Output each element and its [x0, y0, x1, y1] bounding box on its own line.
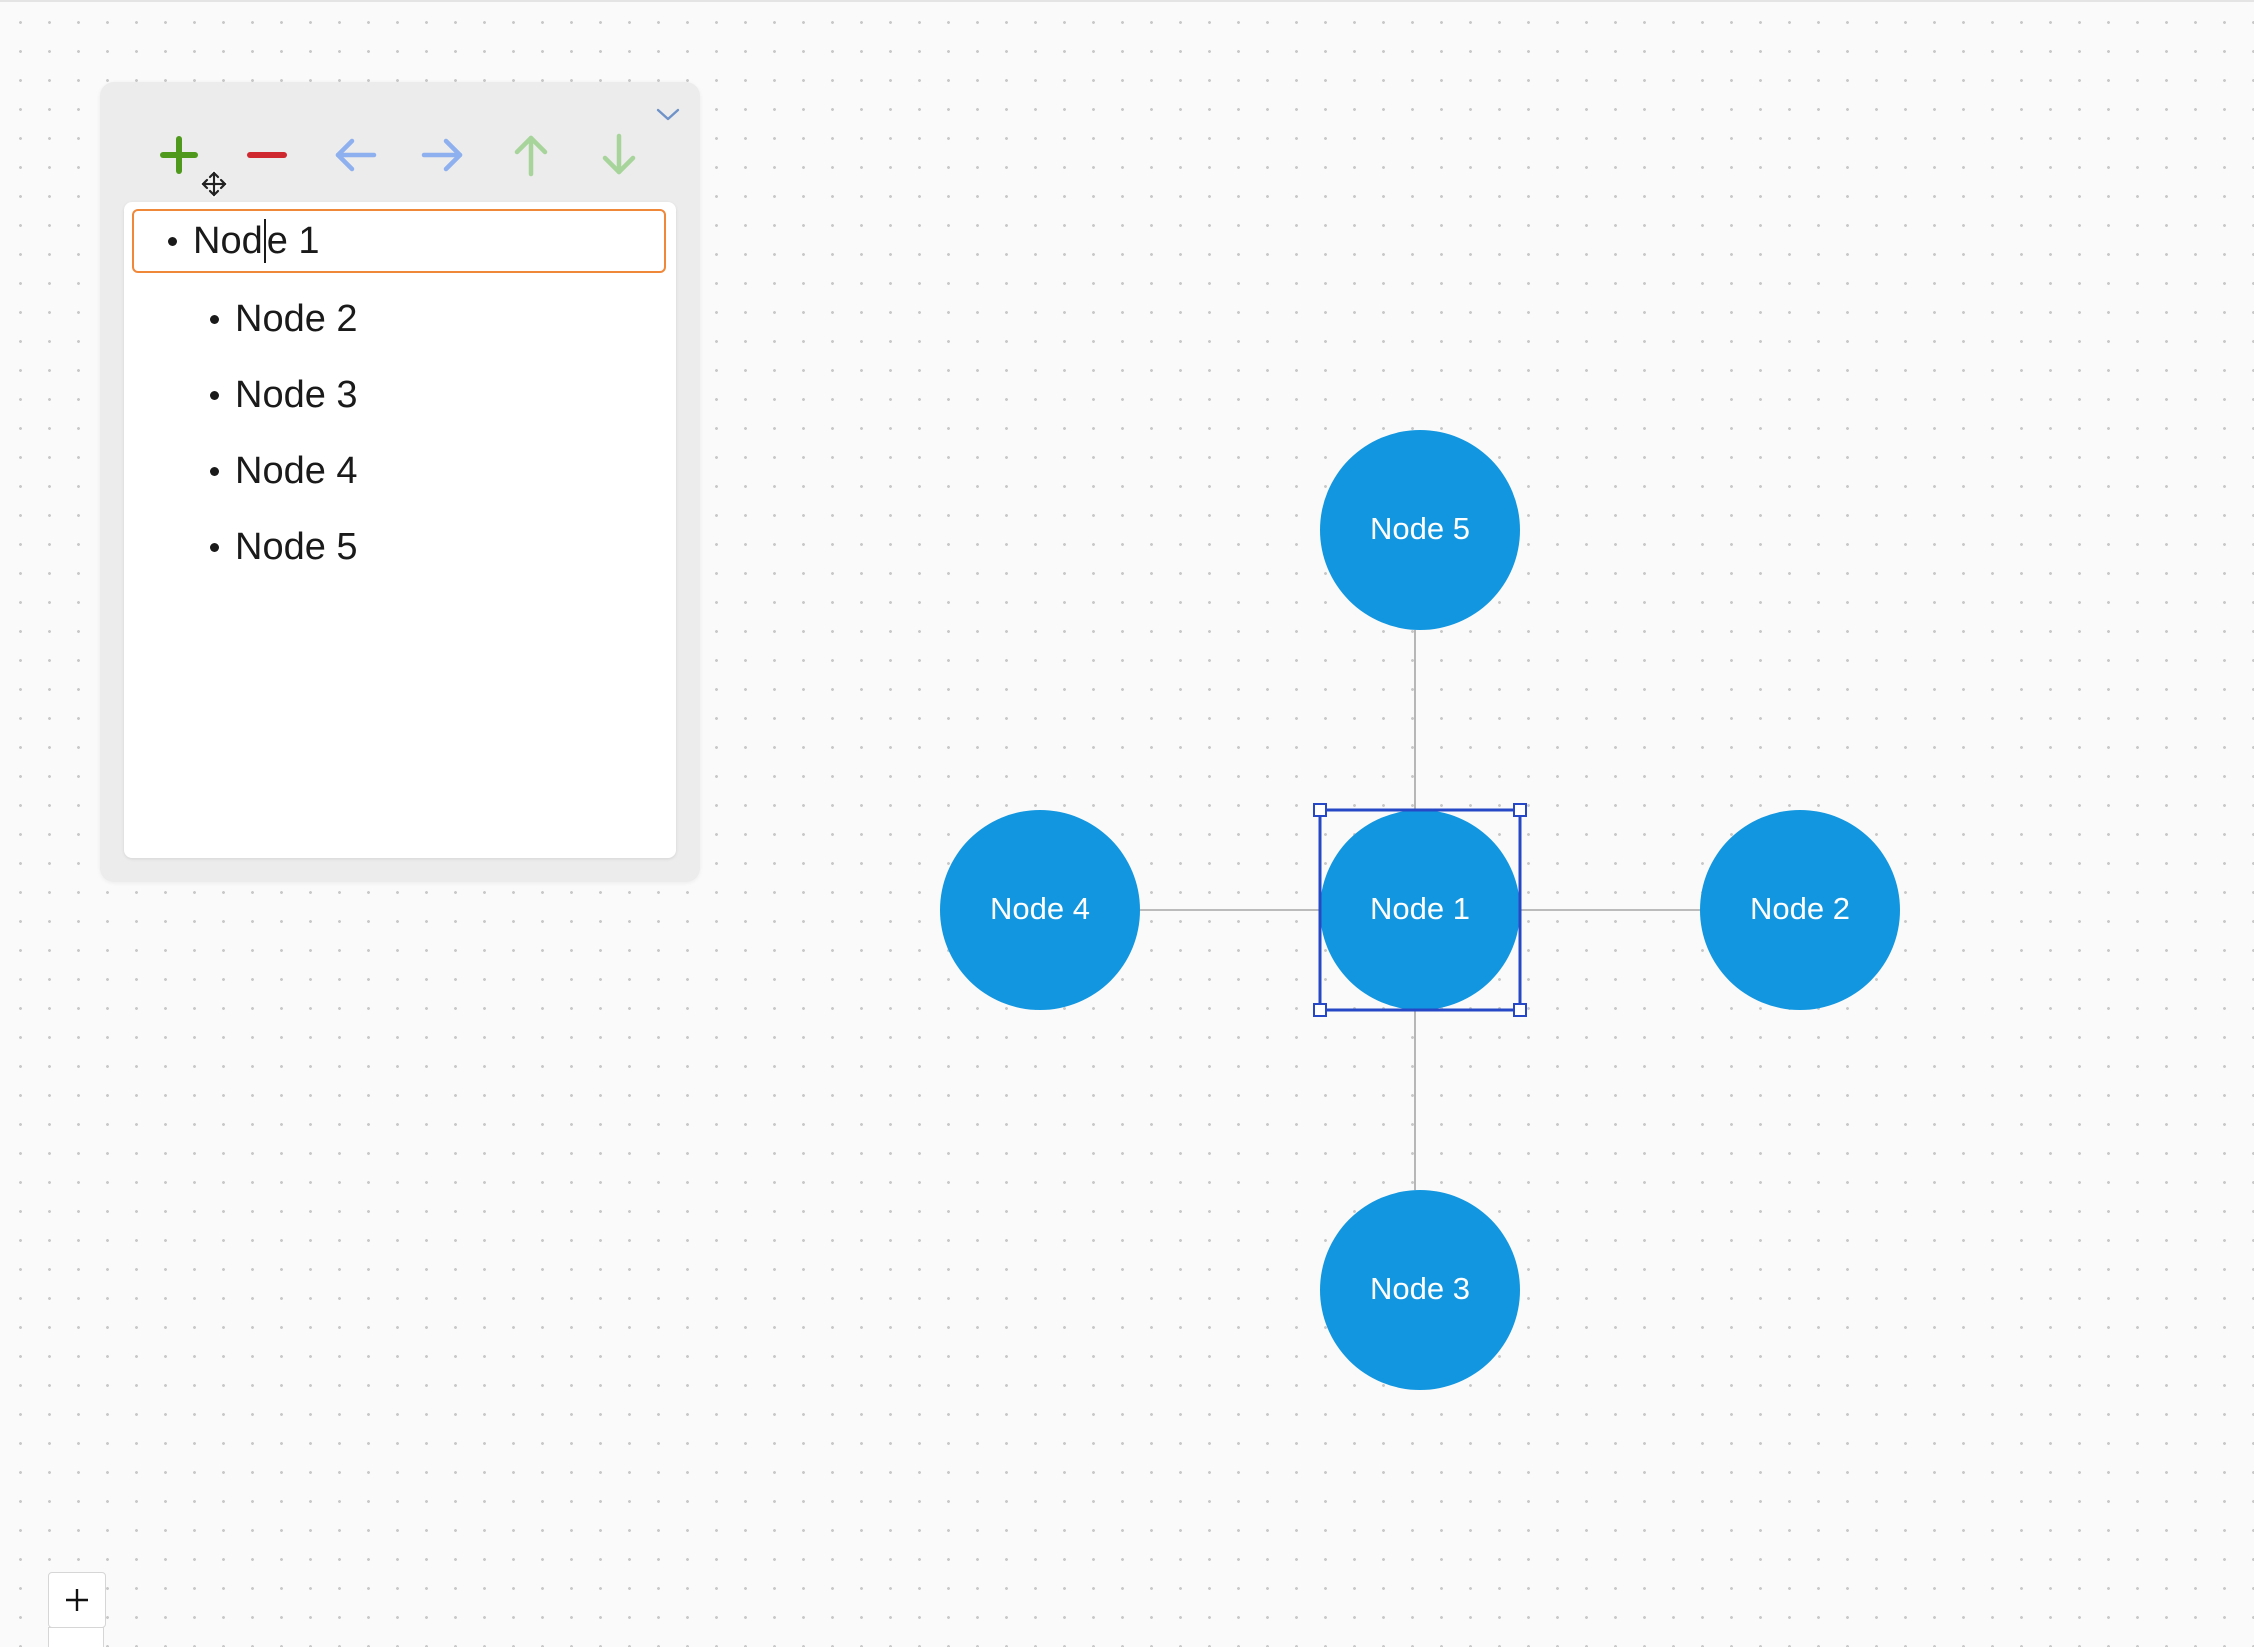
- bullet: [210, 542, 219, 552]
- node-3[interactable]: Node 3: [1320, 1190, 1520, 1390]
- remove-node-button[interactable]: [236, 124, 298, 186]
- node-4[interactable]: Node 4: [940, 810, 1140, 1010]
- node-label: Node 1: [1370, 891, 1470, 926]
- outline-item-text-after-caret: e 1: [266, 219, 320, 262]
- node-2[interactable]: Node 2: [1700, 810, 1900, 1010]
- bullet: [210, 466, 219, 476]
- add-node-button[interactable]: [148, 124, 210, 186]
- plus-icon: [66, 1589, 88, 1611]
- bullet: [210, 390, 219, 400]
- move-up-button[interactable]: [500, 124, 562, 186]
- node-circle[interactable]: [1320, 810, 1520, 1010]
- indent-button[interactable]: [412, 124, 474, 186]
- node-label: Node 4: [990, 891, 1090, 926]
- selection-box: [1313, 803, 1527, 1017]
- node-5[interactable]: Node 5: [1320, 430, 1520, 630]
- outline-item-node-2[interactable]: Node 2: [210, 287, 358, 351]
- node-circle[interactable]: [1320, 1190, 1520, 1390]
- zoom-in-button[interactable]: [48, 1572, 106, 1628]
- collapse-panel-button[interactable]: [653, 100, 683, 130]
- bullet: [168, 236, 177, 246]
- connectors: [1140, 630, 1700, 1190]
- remove-icon: [247, 152, 287, 158]
- chevron-down-icon: [656, 108, 680, 121]
- arrow-left-icon: [335, 138, 377, 172]
- node-label: Node 2: [1750, 891, 1850, 926]
- resize-handle-bottom-right[interactable]: [1513, 1003, 1527, 1017]
- outline-item-text: Node 2: [235, 297, 358, 340]
- outline-item-node-3[interactable]: Node 3: [210, 363, 358, 427]
- node-label: Node 3: [1370, 1271, 1470, 1306]
- outline-item-node-5[interactable]: Node 5: [210, 515, 358, 579]
- outline-item-node-4[interactable]: Node 4: [210, 439, 358, 503]
- outdent-button[interactable]: [324, 124, 386, 186]
- arrow-up-icon: [514, 135, 548, 177]
- node-label: Node 5: [1370, 511, 1470, 546]
- node-circle[interactable]: [940, 810, 1140, 1010]
- arrow-right-icon: [421, 138, 463, 172]
- move-cursor-icon: [200, 170, 228, 198]
- zoom-out-button[interactable]: [48, 1627, 104, 1647]
- node-circle[interactable]: [1320, 430, 1520, 630]
- node-1[interactable]: Node 1: [1320, 810, 1520, 1010]
- resize-handle-top-left[interactable]: [1313, 803, 1327, 817]
- outline-item-text: Node 3: [235, 373, 358, 416]
- resize-handle-top-right[interactable]: [1513, 803, 1527, 817]
- text-caret: [263, 219, 266, 263]
- outline-item-text: Node 5: [235, 525, 358, 568]
- resize-handle-bottom-left[interactable]: [1313, 1003, 1327, 1017]
- bullet: [210, 314, 219, 324]
- add-icon: [160, 136, 198, 174]
- outline-item-text: Node 4: [235, 449, 358, 492]
- move-down-button[interactable]: [588, 124, 650, 186]
- arrow-down-icon: [602, 133, 636, 175]
- node-circle[interactable]: [1700, 810, 1900, 1010]
- outline-item-text-before-caret: Nod: [193, 219, 263, 262]
